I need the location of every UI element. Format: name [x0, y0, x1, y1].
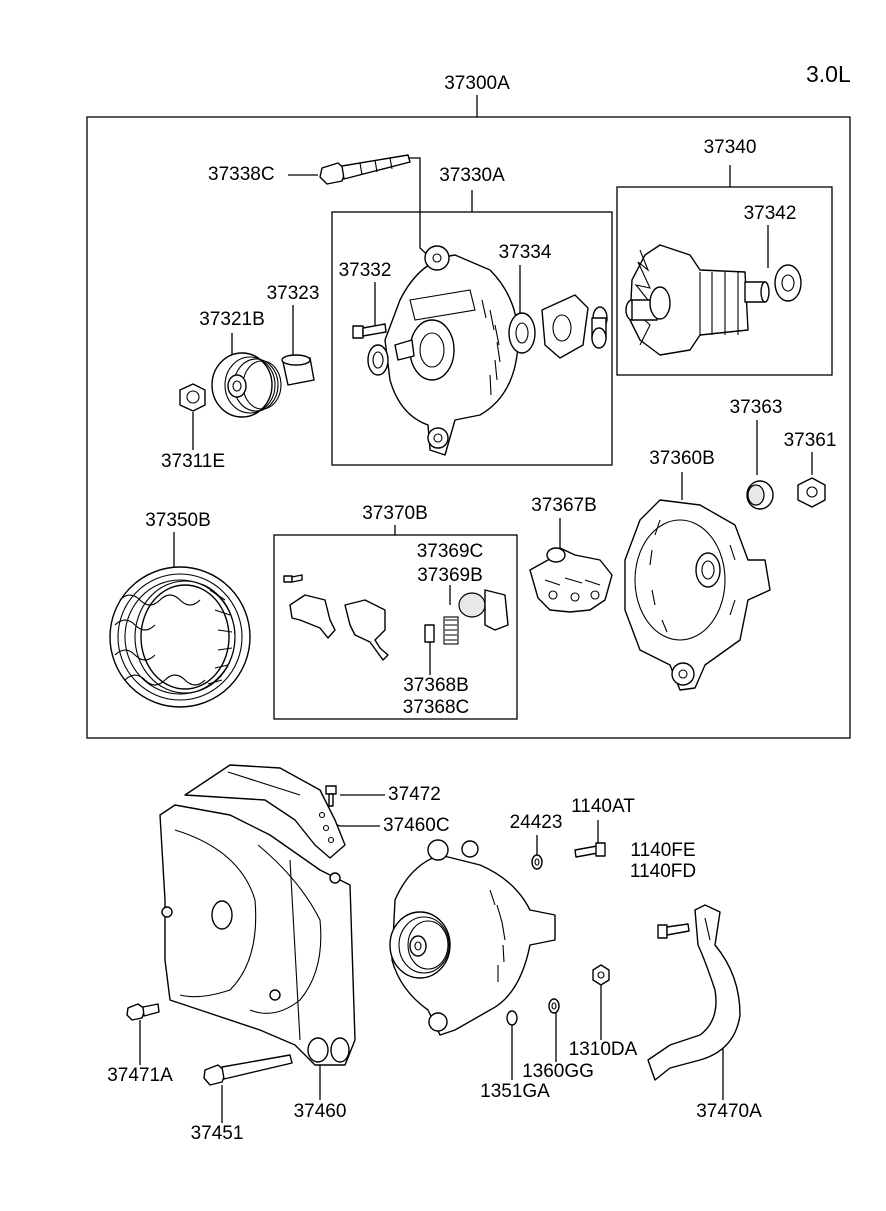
part-label-37342[interactable]: 37342 — [743, 203, 797, 224]
alternator-assembly — [389, 839, 556, 1036]
part-label-37368B[interactable]: 37368B — [403, 675, 469, 696]
front-housing-37330A — [384, 245, 519, 456]
spacer-37323 — [281, 354, 315, 386]
insulator-37363 — [746, 480, 774, 510]
part-label-37470A[interactable]: 37470A — [696, 1101, 762, 1122]
part-label-1140FE[interactable]: 1140FE — [630, 840, 696, 861]
stator-37350B — [109, 566, 251, 708]
bracket-37460C — [184, 764, 346, 859]
assembly-frame — [86, 95, 851, 739]
part-label-37340[interactable]: 37340 — [703, 137, 757, 158]
part-label-37334[interactable]: 37334 — [498, 242, 552, 263]
retainer-plate — [541, 294, 589, 359]
part-label-24423[interactable]: 24423 — [509, 812, 563, 833]
part-label-1351GA[interactable]: 1351GA — [480, 1081, 550, 1102]
sub-frame-37370B — [273, 525, 518, 720]
part-label-37311E[interactable]: 37311E — [160, 451, 226, 472]
nut-1310DA — [592, 964, 610, 986]
sub-frame-37340 — [616, 165, 833, 376]
nut-37311E — [179, 383, 206, 412]
part-label-37451[interactable]: 37451 — [190, 1123, 244, 1144]
pulley-37321B — [211, 352, 282, 418]
rectifier-37367B — [529, 547, 613, 613]
part-label-37367B[interactable]: 37367B — [531, 495, 597, 516]
bearing-37334 — [508, 312, 536, 354]
part-label-37370B[interactable]: 37370B — [362, 503, 428, 524]
strap-37470A — [647, 904, 741, 1081]
nut-37361 — [797, 477, 826, 508]
part-label-1360GG[interactable]: 1360GG — [522, 1061, 594, 1082]
part-label-37330A[interactable]: 37330A — [439, 165, 505, 186]
screw-37332 — [352, 323, 387, 339]
bolt-37471A — [126, 1003, 160, 1021]
engine-label: 3.0L — [806, 61, 851, 87]
bolt-1140AT — [574, 842, 606, 858]
seal-ring — [367, 344, 389, 376]
bracket-37460 — [159, 804, 356, 1066]
nut-1351GA — [506, 1010, 518, 1026]
bolt-1140FE — [657, 923, 690, 939]
bearing-sleeve — [591, 306, 608, 349]
bolt-37451 — [203, 1054, 293, 1086]
bolt-37338C — [319, 154, 411, 185]
part-label-37472[interactable]: 37472 — [388, 784, 441, 805]
part-label-37321B[interactable]: 37321B — [199, 309, 265, 330]
part-label-37361[interactable]: 37361 — [783, 430, 837, 451]
part-label-37363[interactable]: 37363 — [729, 397, 783, 418]
part-label-37323[interactable]: 37323 — [266, 283, 320, 304]
part-label-37368C[interactable]: 37368C — [402, 697, 470, 718]
washer-24423 — [531, 854, 543, 870]
part-label-37300A[interactable]: 37300A — [444, 73, 510, 94]
part-label-37360B[interactable]: 37360B — [649, 448, 715, 469]
part-label-37460[interactable]: 37460 — [293, 1101, 347, 1122]
part-label-1140FD[interactable]: 1140FD — [629, 861, 697, 882]
part-label-37369B[interactable]: 37369B — [417, 565, 483, 586]
bolt-37472 — [325, 785, 337, 807]
part-label-37338C[interactable]: 37338C — [208, 164, 275, 185]
part-label-37471A[interactable]: 37471A — [107, 1065, 173, 1086]
part-label-37350B[interactable]: 37350B — [145, 510, 211, 531]
bearing-37342 — [774, 264, 802, 302]
part-label-37460C[interactable]: 37460C — [383, 815, 450, 836]
part-label-1310DA[interactable]: 1310DA — [568, 1039, 638, 1060]
part-label-37332[interactable]: 37332 — [338, 260, 392, 281]
sub-frame-37330A — [331, 190, 613, 466]
brush-holder-parts-37370B — [283, 574, 509, 661]
rear-housing-37360B — [624, 499, 771, 691]
part-label-37369C[interactable]: 37369C — [416, 541, 484, 562]
rotor-37340 — [625, 244, 770, 356]
washer-1360GG — [548, 998, 560, 1014]
part-label-1140AT[interactable]: 1140AT — [571, 796, 635, 817]
